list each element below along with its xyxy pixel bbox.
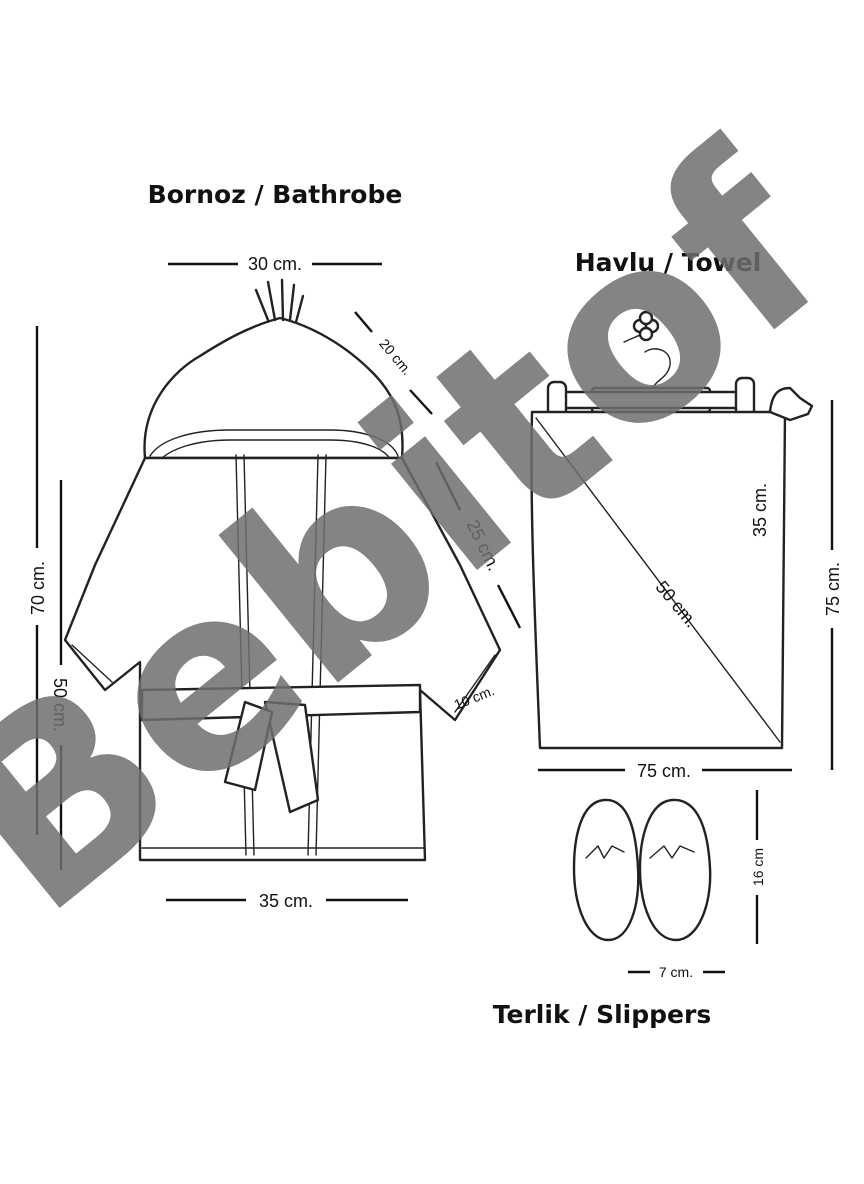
svg-text:7 cm.: 7 cm.	[659, 964, 693, 980]
svg-text:16 cm: 16 cm	[750, 848, 766, 886]
slippers-title: Terlik / Slippers	[493, 1000, 711, 1029]
svg-text:35 cm.: 35 cm.	[750, 483, 770, 537]
svg-text:35 cm.: 35 cm.	[259, 891, 313, 911]
svg-text:75 cm.: 75 cm.	[823, 562, 843, 616]
svg-text:70 cm.: 70 cm.	[28, 561, 48, 615]
hood-width-dimension: 30 cm.	[168, 254, 382, 274]
bathrobe-section: Bornoz / Bathrobe	[28, 180, 522, 911]
towel-hood-height-dimension: 35 cm.	[750, 483, 770, 537]
svg-text:50 cm.: 50 cm.	[50, 678, 70, 732]
towel-width-dimension: 75 cm.	[538, 761, 792, 781]
slippers-section: 16 cm 7 cm. Terlik / Slippers	[493, 790, 766, 1029]
towel-icon	[530, 410, 787, 750]
towel-section: Havlu / Towel 35 cm.	[530, 248, 843, 781]
slipper-width-dimension: 7 cm.	[628, 964, 725, 980]
bottom-width-dimension: 35 cm.	[166, 891, 408, 911]
bathrobe-title: Bornoz / Bathrobe	[148, 180, 403, 209]
flower-icon	[623, 310, 660, 343]
svg-text:30 cm.: 30 cm.	[248, 254, 302, 274]
svg-text:75 cm.: 75 cm.	[637, 761, 691, 781]
bathrobe-icon	[63, 278, 502, 862]
slipper-length-dimension: 16 cm	[750, 790, 766, 944]
towel-height-dimension: 75 cm.	[823, 400, 843, 770]
towel-title: Havlu / Towel	[575, 248, 762, 277]
hand-icon	[768, 386, 814, 422]
body-length-dimension: 50 cm.	[50, 480, 70, 870]
slippers-icon	[572, 798, 712, 942]
total-length-dimension: 70 cm.	[28, 326, 48, 835]
